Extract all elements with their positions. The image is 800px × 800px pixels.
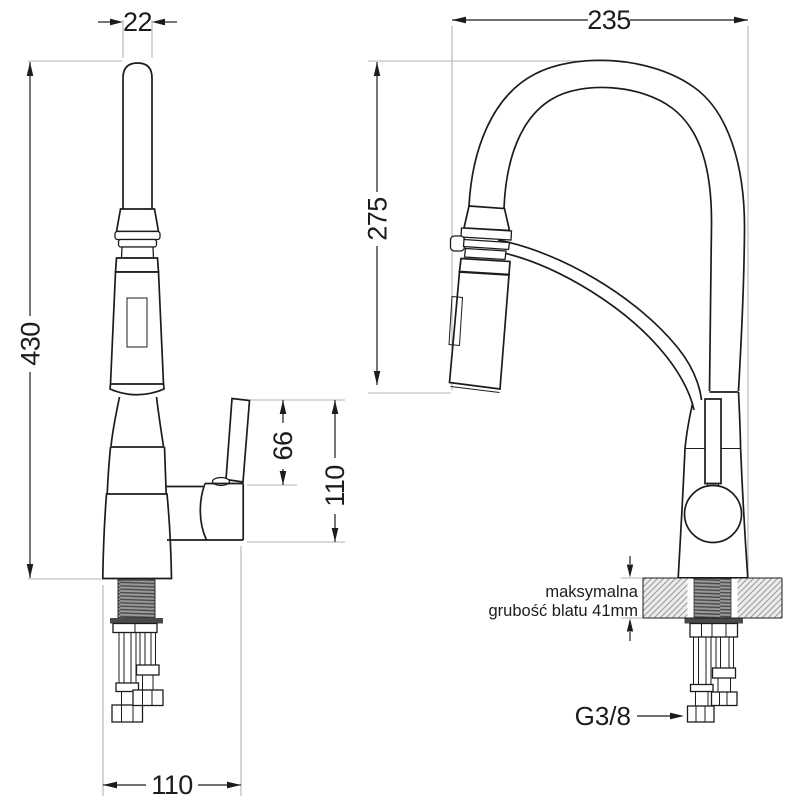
- dim-spout-tube-width: 22: [98, 7, 177, 37]
- gooseneck-spout: [468, 59, 746, 393]
- spray-button-front: [448, 295, 464, 347]
- spray-hose-tube: [122, 62, 153, 210]
- dim-label-275: 275: [363, 197, 393, 241]
- dim-label-235: 235: [587, 5, 631, 35]
- thread-label: G3/8: [575, 701, 631, 731]
- spray-head: [109, 208, 165, 396]
- faucet-body-front: [677, 391, 749, 586]
- dim-spout-drop: 275: [363, 62, 393, 385]
- dim-label-430: 430: [16, 322, 46, 366]
- faucet-body: [101, 396, 173, 580]
- dim-overall-height: 430: [16, 62, 46, 578]
- dim-body-depth: 110: [103, 770, 241, 800]
- dim-spout-reach: 235: [452, 5, 748, 35]
- spray-button: [126, 297, 148, 348]
- mounting-hardware-front: [684, 618, 743, 723]
- countertop-note-line1: maksymalna: [545, 583, 638, 601]
- dim-handle-offset: 66: [268, 400, 298, 485]
- countertop-note-line2: grubość blatu 41mm: [489, 602, 639, 620]
- handle-front: [704, 398, 722, 485]
- countertop-section: [642, 577, 783, 619]
- dim-label-110-depth: 110: [151, 770, 193, 800]
- extension-lines: [28, 20, 749, 796]
- mounting-shank: [110, 579, 163, 634]
- dim-label-110-height: 110: [320, 465, 350, 507]
- flexible-hose: [497, 239, 703, 411]
- handle-lever: [166, 397, 251, 541]
- dim-label-22: 22: [123, 7, 152, 37]
- spray-head-front: [448, 205, 513, 393]
- side-view: [101, 62, 251, 723]
- supply-hoses: [111, 632, 164, 723]
- dim-label-66: 66: [268, 431, 298, 460]
- note-countertop-thickness: maksymalna grubość blatu 41mm: [489, 556, 639, 641]
- front-view: [448, 59, 783, 723]
- dim-handle-height: 110: [320, 400, 350, 542]
- handle-pivot: [683, 484, 743, 544]
- label-connection-thread: G3/8: [575, 701, 684, 731]
